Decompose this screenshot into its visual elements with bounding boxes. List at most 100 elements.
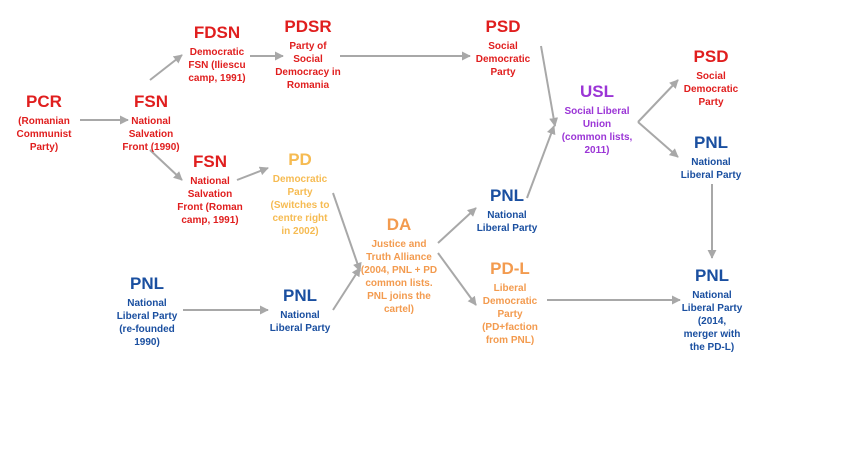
node-pcr: PCR (Romanian Communist Party) xyxy=(17,92,72,154)
desc-line: (Switches to xyxy=(270,200,330,211)
desc-line: Democratic xyxy=(482,296,538,307)
desc-line: Party xyxy=(698,97,724,108)
node-abbr: DA xyxy=(386,215,412,234)
desc-line: camp, 1991) xyxy=(188,73,246,84)
desc-line: merger with xyxy=(683,329,741,340)
desc-line: centre right xyxy=(272,213,328,224)
node-desc: Democratic Party (Switches to centre rig… xyxy=(271,173,330,238)
arrow-usl-to-pnl-usl xyxy=(637,121,679,158)
node-abbr: PSD xyxy=(485,17,521,36)
arrow-da-to-pnl-da xyxy=(437,207,477,244)
desc-line: camp, 1991) xyxy=(181,215,239,226)
node-desc: Social Liberal Union (common lists, 2011… xyxy=(562,105,633,157)
desc-line: Liberal xyxy=(493,283,527,294)
node-pnl-2014: PNL National Liberal Party (2014, merger… xyxy=(682,266,743,354)
arrow-pnl-mid-to-da xyxy=(332,267,361,311)
node-desc: National Salvation Front (Roman camp, 19… xyxy=(177,175,243,227)
node-pnl-mid: PNL National Liberal Party xyxy=(270,286,331,335)
node-abbr: PNL xyxy=(130,274,164,293)
desc-line: National xyxy=(691,157,731,168)
desc-line: Liberal Party xyxy=(680,170,742,181)
node-abbr: FDSN xyxy=(193,23,241,42)
desc-line: Liberal Party xyxy=(269,323,331,334)
node-pnl-1990: PNL National Liberal Party (re-founded 1… xyxy=(117,274,178,349)
desc-line: (2014, xyxy=(697,316,727,327)
node-abbr: PNL xyxy=(694,133,728,152)
desc-line: (common lists, xyxy=(561,132,633,143)
node-desc: National Liberal Party xyxy=(477,209,538,235)
node-abbr: PDSR xyxy=(284,17,332,36)
node-fsn: FSN National Salvation Front (1990) xyxy=(122,92,179,154)
node-abbr: PNL xyxy=(695,266,729,285)
node-pnl-da: PNL National Liberal Party xyxy=(477,186,538,235)
desc-line: Communist xyxy=(16,129,72,140)
node-desc: Social Democratic Party xyxy=(476,40,530,79)
desc-line: National xyxy=(127,298,167,309)
desc-line: Truth Alliance xyxy=(366,252,432,263)
node-abbr: FSN xyxy=(192,152,227,171)
node-pdsr: PDSR Party of Social Democracy in Romani… xyxy=(275,17,341,92)
node-desc: Democratic FSN (Iliescu camp, 1991) xyxy=(188,46,245,85)
desc-line: Party xyxy=(287,187,313,198)
desc-line: Union xyxy=(582,119,612,130)
desc-line: National xyxy=(190,176,230,187)
node-abbr: PNL xyxy=(490,186,524,205)
node-desc: Party of Social Democracy in Romania xyxy=(275,40,341,92)
desc-line: Liberal Party xyxy=(476,223,538,234)
desc-line: Liberal Party xyxy=(116,311,178,322)
node-desc: Social Democratic Party xyxy=(684,70,738,109)
desc-line: Salvation xyxy=(187,189,233,200)
node-desc: National Liberal Party xyxy=(681,156,742,182)
arrow-fsn-to-fsn-roman xyxy=(149,149,183,181)
desc-line: Party) xyxy=(29,142,59,153)
desc-line: Democratic xyxy=(475,54,531,65)
desc-line: from PNL) xyxy=(485,335,535,346)
desc-line: National xyxy=(131,116,171,127)
arrow-psd-to-usl xyxy=(540,45,559,127)
arrow-fsn-to-fdsn xyxy=(149,54,183,81)
desc-line: PNL joins the xyxy=(367,291,431,302)
node-abbr: PD xyxy=(288,150,312,169)
desc-line: Democratic xyxy=(189,47,245,58)
desc-line: Social xyxy=(488,41,518,52)
node-desc: (Romanian Communist Party) xyxy=(17,115,72,154)
node-psd: PSD Social Democratic Party xyxy=(476,17,530,79)
desc-line: common lists. xyxy=(365,278,433,289)
node-desc: Justice and Truth Alliance (2004, PNL + … xyxy=(361,238,437,316)
desc-line: the PD-L) xyxy=(689,342,735,353)
desc-line: National xyxy=(692,290,732,301)
desc-line: (Romanian xyxy=(18,116,70,127)
desc-line: Justice and xyxy=(371,239,427,250)
node-pnl-usl: PNL National Liberal Party xyxy=(681,133,742,182)
node-abbr: USL xyxy=(579,82,614,101)
node-fsn-roman: FSN National Salvation Front (Roman camp… xyxy=(177,152,243,227)
desc-line: Democracy in xyxy=(275,67,341,78)
desc-line: in 2002) xyxy=(281,226,319,237)
node-fdsn: FDSN Democratic FSN (Iliescu camp, 1991) xyxy=(188,23,245,85)
node-da: DA Justice and Truth Alliance (2004, PNL… xyxy=(361,215,437,316)
desc-line: Democratic xyxy=(683,84,739,95)
node-abbr: PD-L xyxy=(490,259,530,278)
arrow-da-to-pdl xyxy=(437,252,477,306)
desc-line: Party xyxy=(490,67,516,78)
node-desc: National Liberal Party (2014, merger wit… xyxy=(682,289,743,354)
desc-line: Democratic xyxy=(272,174,328,185)
desc-line: (2004, PNL + PD xyxy=(360,265,438,276)
node-desc: National Liberal Party xyxy=(270,309,331,335)
desc-line: (re-founded xyxy=(119,324,175,335)
desc-line: Party xyxy=(497,309,523,320)
desc-line: cartel) xyxy=(383,304,414,315)
node-pdl: PD-L Liberal Democratic Party (PD+factio… xyxy=(482,259,538,347)
desc-line: 1990) xyxy=(134,337,160,348)
node-psd-2: PSD Social Democratic Party xyxy=(684,47,738,109)
node-usl: USL Social Liberal Union (common lists, … xyxy=(562,82,633,157)
desc-line: Romania xyxy=(286,80,330,91)
desc-line: Front (Roman xyxy=(177,202,243,213)
node-pd: PD Democratic Party (Switches to centre … xyxy=(271,150,330,238)
desc-line: FSN (Iliescu xyxy=(188,60,246,71)
desc-line: Party of xyxy=(289,41,327,52)
node-desc: National Liberal Party (re-founded 1990) xyxy=(117,297,178,349)
node-desc: Liberal Democratic Party (PD+faction fro… xyxy=(482,282,538,347)
